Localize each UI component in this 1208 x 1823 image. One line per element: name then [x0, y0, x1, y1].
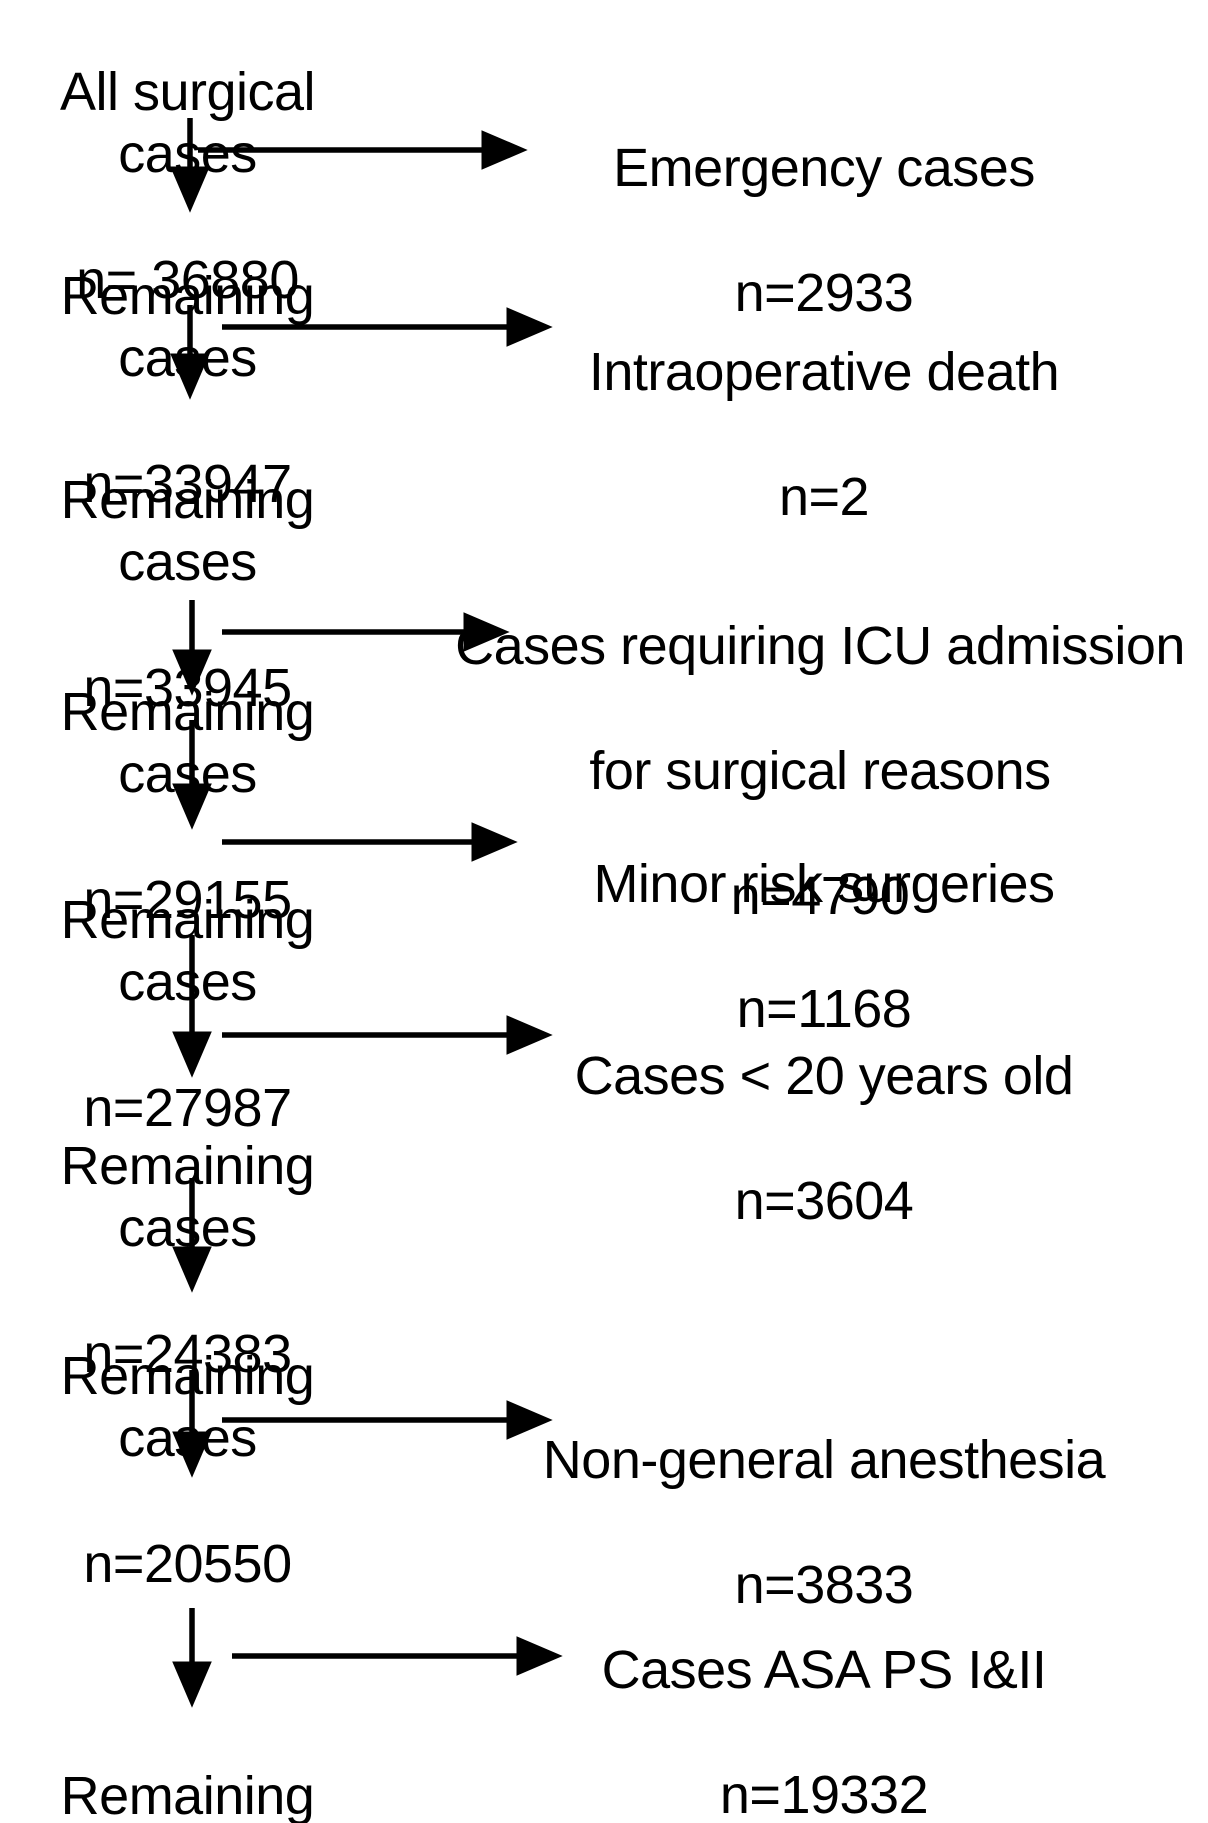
node-label: Remaining cases — [60, 681, 315, 805]
exclusion-label: Minor risk surgeries — [593, 853, 1055, 914]
node-count: n=27987 — [83, 1077, 292, 1138]
exclusion-count: n=3833 — [734, 1554, 914, 1615]
exclusion-count: n=4790 — [730, 866, 910, 927]
node-remaining-1218: Remaining cases n=1218 — [0, 1702, 375, 1823]
exclusion-count: n=1168 — [736, 978, 912, 1039]
node-label: Remaining cases — [60, 265, 315, 389]
node-minor-risk-surgeries: Minor risk surgeries n=1168 — [440, 790, 1208, 1103]
node-count: n=33947 — [83, 453, 292, 514]
node-count: n=20550 — [83, 1533, 292, 1594]
node-remaining-20550: Remaining cases n=20550 — [0, 1282, 375, 1658]
exclusion-count: n=3604 — [734, 1170, 914, 1231]
node-label: Remaining cases — [60, 1765, 315, 1823]
exclusion-count: n=19332 — [719, 1764, 929, 1823]
exclusion-label-line2: for surgical reasons — [589, 740, 1051, 801]
node-non-general-anesthesia: Non-general anesthesia n=3833 — [440, 1366, 1208, 1679]
node-all-surgical-cases: All surgical cases n= 36880 — [0, 0, 375, 374]
exclusion-label-line1: Cases requiring ICU admission — [455, 615, 1185, 676]
node-intraoperative-death: Intraoperative death n=2 — [440, 278, 1208, 591]
node-remaining-24383: Remaining cases n=24383 — [0, 1072, 375, 1448]
node-label: Remaining cases — [60, 469, 315, 593]
node-count: n=24383 — [83, 1323, 292, 1384]
exclusion-label: Cases < 20 years old — [574, 1045, 1074, 1106]
exclusion-label: Non-general anesthesia — [542, 1429, 1106, 1490]
node-icu-admission: Cases requiring ICU admission for surgic… — [432, 552, 1208, 990]
node-cases-under-20: Cases < 20 years old n=3604 — [440, 982, 1208, 1295]
node-count: n=33945 — [83, 657, 292, 718]
exclusion-count: n=2 — [778, 466, 870, 527]
node-remaining-33947: Remaining cases n=33947 — [0, 202, 375, 578]
exclusion-label: Intraoperative death — [588, 341, 1060, 402]
node-label: Remaining cases — [60, 889, 315, 1013]
node-label: Remaining cases — [60, 1135, 315, 1259]
node-asa-ps-i-ii: Cases ASA PS I&II n=19332 — [440, 1576, 1208, 1823]
exclusion-label: Emergency cases — [613, 137, 1035, 198]
exclusion-label: Cases ASA PS I&II — [601, 1639, 1047, 1700]
node-emergency-cases: Emergency cases n=2933 — [440, 74, 1208, 387]
node-remaining-33945: Remaining cases n=33945 — [0, 406, 375, 782]
node-remaining-27987: Remaining cases n=27987 — [0, 826, 375, 1202]
node-remaining-29155: Remaining cases n=29155 — [0, 618, 375, 994]
node-count: n=29155 — [83, 869, 292, 930]
node-label: All surgical cases — [59, 61, 316, 185]
node-count: n= 36880 — [76, 249, 299, 310]
node-label: Remaining cases — [60, 1345, 315, 1469]
exclusion-count: n=2933 — [734, 262, 914, 323]
